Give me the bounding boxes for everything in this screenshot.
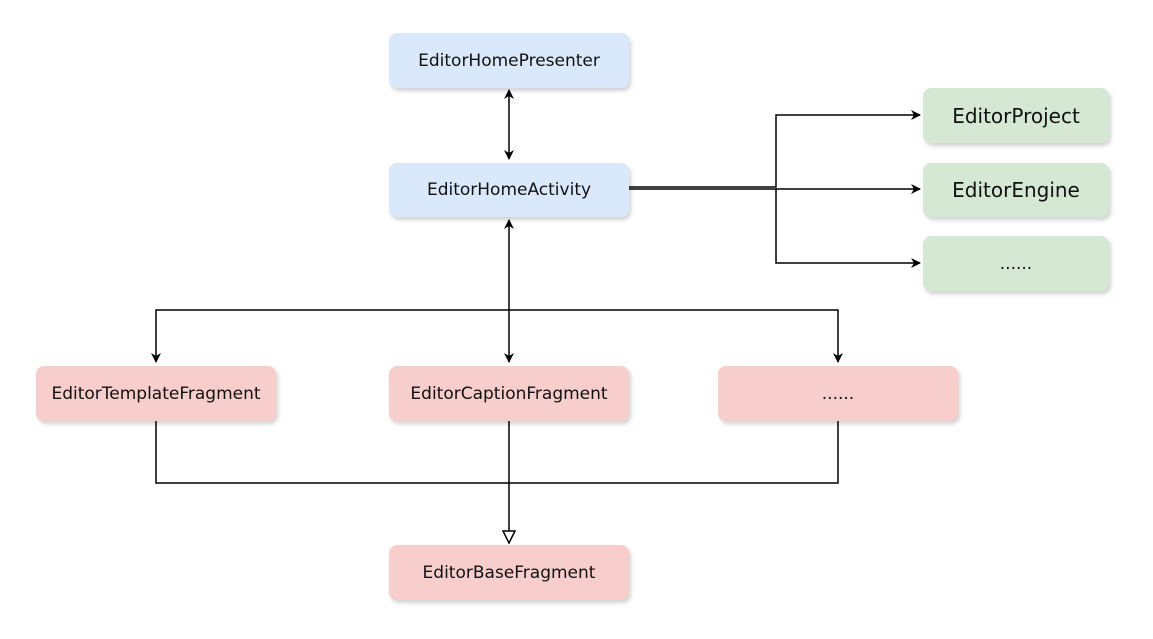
node-editor-base-fragment[interactable]: EditorBaseFragment [389, 545, 629, 600]
edge-template-base [155, 421, 509, 484]
edge-more-red-base [509, 421, 839, 484]
node-editor-engine[interactable]: EditorEngine [923, 163, 1109, 217]
node-editor-template-fragment[interactable]: EditorTemplateFragment [36, 366, 276, 421]
node-more-red[interactable]: ...... [718, 366, 958, 421]
node-more-green[interactable]: ...... [923, 236, 1109, 291]
node-editor-caption-fragment[interactable]: EditorCaptionFragment [389, 366, 629, 421]
node-label: EditorCaptionFragment [410, 383, 608, 404]
edge-activity-template [151, 309, 509, 363]
edge-activity-more-green [775, 189, 921, 268]
edge-activity-project [629, 110, 921, 188]
node-label: ...... [821, 383, 855, 404]
node-label: EditorHomePresenter [418, 50, 600, 71]
node-label: EditorEngine [952, 178, 1080, 202]
edge-activity-more-red [509, 309, 843, 363]
node-label: EditorBaseFragment [422, 562, 596, 583]
node-editor-project[interactable]: EditorProject [923, 88, 1109, 143]
node-editor-home-presenter[interactable]: EditorHomePresenter [389, 33, 629, 88]
node-label: EditorProject [952, 103, 1080, 128]
node-label: ...... [999, 253, 1033, 274]
node-editor-home-activity[interactable]: EditorHomeActivity [389, 163, 629, 217]
node-label: EditorHomeActivity [426, 180, 592, 200]
node-label: EditorTemplateFragment [51, 383, 261, 404]
